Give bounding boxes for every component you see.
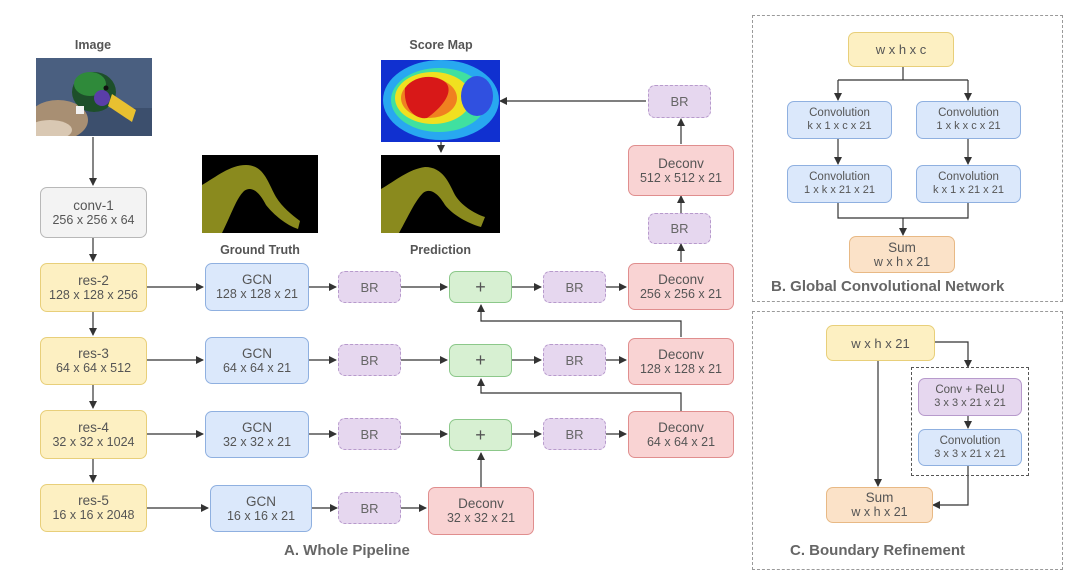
prediction-label: Prediction <box>409 243 472 257</box>
br-sum-block: Sum w x h x 21 <box>826 487 933 523</box>
ground-truth-label: Ground Truth <box>220 243 300 257</box>
gcn-block-row5: GCN 16 x 16 x 21 <box>210 485 312 532</box>
br-conv-block: Convolution 3 x 3 x 21 x 21 <box>918 429 1022 466</box>
gcn-panel <box>752 15 1063 302</box>
duck-image-picture <box>36 58 152 136</box>
gcn-conv-k1-block: Convolution k x 1 x c x 21 <box>787 101 892 139</box>
res4-block: res-4 32 x 32 x 1024 <box>40 410 147 459</box>
res2-block: res-2 128 x 128 x 256 <box>40 263 147 312</box>
gcn-caption: B. Global Convolutional Network <box>771 278 1005 295</box>
sum-node-row2: + <box>449 271 512 303</box>
gcn-input-block: w x h x c <box>848 32 954 67</box>
br-caption: C. Boundary Refinement <box>790 542 966 559</box>
score-map-picture <box>381 60 500 142</box>
br-block-row4-post: BR <box>543 418 606 450</box>
gcn-block-row4: GCN 32 x 32 x 21 <box>205 411 309 458</box>
br-block-row2-post: BR <box>543 271 606 303</box>
br-input-block: w x h x 21 <box>826 325 935 361</box>
prediction-picture <box>381 155 500 233</box>
ground-truth-picture <box>202 155 318 233</box>
br-block-top-lower: BR <box>648 213 711 244</box>
br-block-row3-post: BR <box>543 344 606 376</box>
gcn-conv-k1-second-block: Convolution k x 1 x 21 x 21 <box>916 165 1021 203</box>
image-label: Image <box>74 38 112 52</box>
deconv-block-row4: Deconv 64 x 64 x 21 <box>628 411 734 458</box>
br-residual-group <box>911 367 1029 476</box>
br-block-row2: BR <box>338 271 401 303</box>
br-panel <box>752 311 1063 570</box>
gcn-conv-1k-block: Convolution 1 x k x c x 21 <box>916 101 1021 139</box>
br-block-top: BR <box>648 85 711 118</box>
res3-block: res-3 64 x 64 x 512 <box>40 337 147 385</box>
deconv-block-row3: Deconv 128 x 128 x 21 <box>628 338 734 385</box>
gcn-block-row2: GCN 128 x 128 x 21 <box>205 263 309 311</box>
deconv-block-top: Deconv 512 x 512 x 21 <box>628 145 734 196</box>
br-block-row3: BR <box>338 344 401 376</box>
score-map-label: Score Map <box>409 38 473 52</box>
res5-block: res-5 16 x 16 x 2048 <box>40 484 147 532</box>
deconv-block-row2: Deconv 256 x 256 x 21 <box>628 263 734 310</box>
sum-node-row4: + <box>449 419 512 451</box>
deconv-block-row5: Deconv 32 x 32 x 21 <box>428 487 534 535</box>
sum-node-row3: + <box>449 344 512 377</box>
gcn-sum-block: Sum w x h x 21 <box>849 236 955 273</box>
gcn-conv-1k-second-block: Convolution 1 x k x 21 x 21 <box>787 165 892 203</box>
br-block-row5: BR <box>338 492 401 524</box>
conv1-block: conv-1 256 x 256 x 64 <box>40 187 147 238</box>
gcn-block-row3: GCN 64 x 64 x 21 <box>205 337 309 384</box>
br-block-row4: BR <box>338 418 401 450</box>
pipeline-caption: A. Whole Pipeline <box>284 542 410 559</box>
br-conv-relu-block: Conv + ReLU 3 x 3 x 21 x 21 <box>918 378 1022 416</box>
